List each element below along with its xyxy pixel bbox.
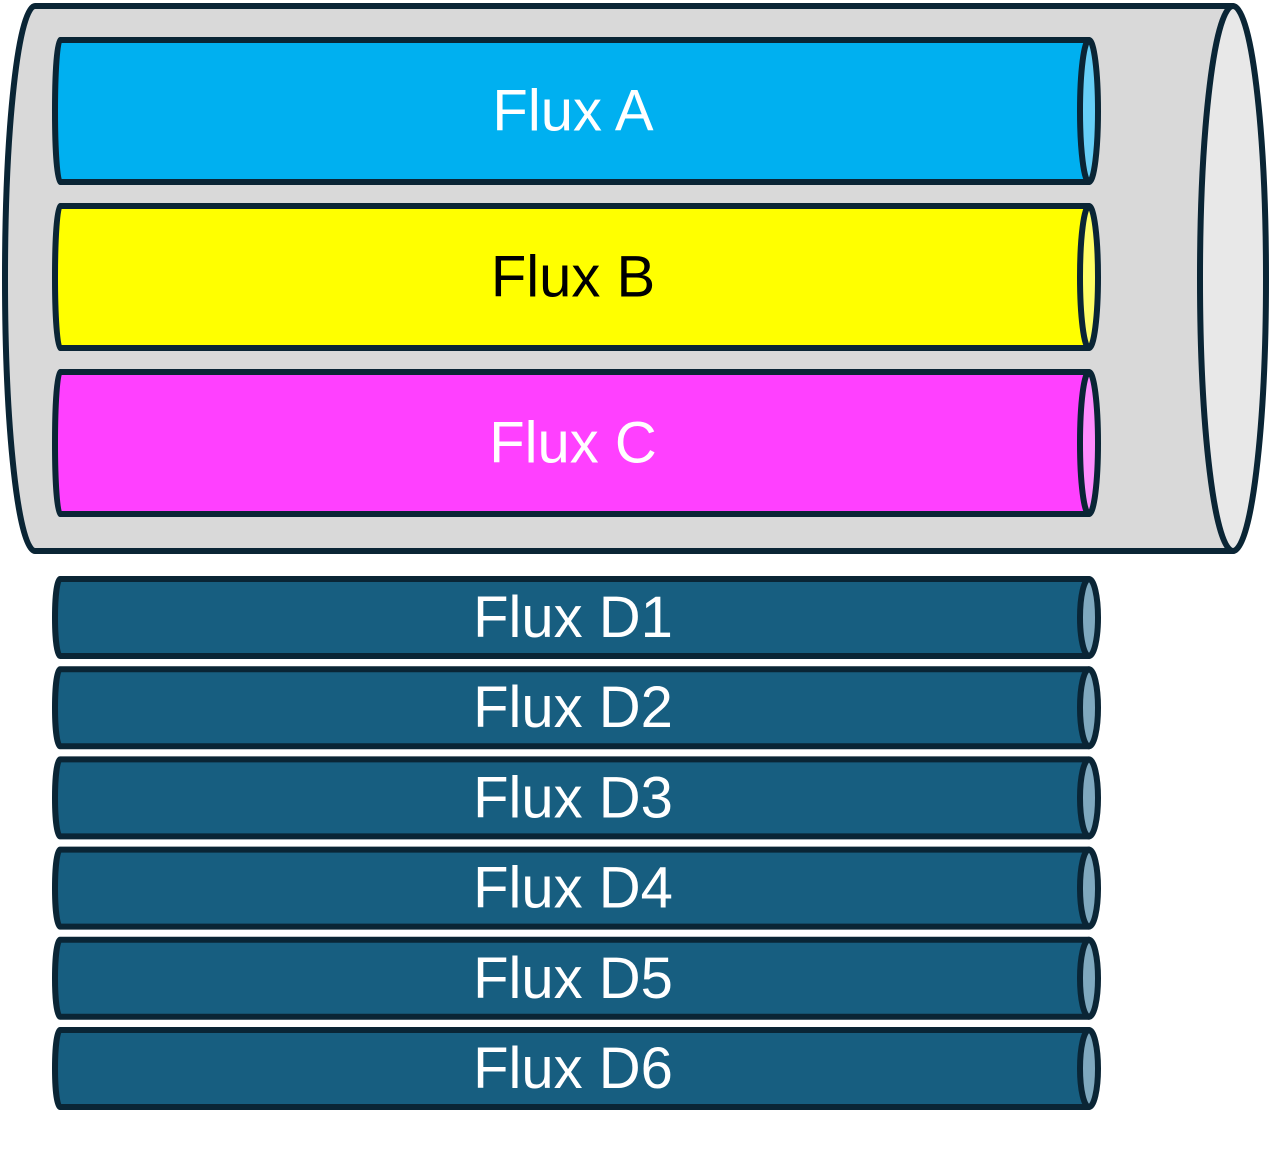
tube-body xyxy=(52,936,1092,1020)
tube-flux-b: Flux B xyxy=(52,203,1101,351)
tube-label: Flux D1 xyxy=(473,585,673,650)
tube-flux-d5: Flux D5 xyxy=(52,936,1101,1020)
tube-body xyxy=(52,846,1092,930)
tube-label: Flux C xyxy=(489,411,657,476)
tube-body xyxy=(52,37,1092,185)
tube-end-cap xyxy=(1077,576,1101,659)
tube-label: Flux D3 xyxy=(473,765,673,830)
tube-end-cap xyxy=(1077,369,1101,517)
tube-flux-d2: Flux D2 xyxy=(52,666,1101,750)
tube-flux-d3: Flux D3 xyxy=(52,756,1101,840)
tube-end-cap xyxy=(1077,666,1101,750)
tube-body xyxy=(52,203,1092,351)
tube-label: Flux D2 xyxy=(473,675,673,740)
tube-label: Flux D5 xyxy=(473,946,673,1011)
tube-label: Flux D6 xyxy=(473,1036,673,1101)
tube-body xyxy=(52,576,1092,659)
tube-end-cap xyxy=(1077,936,1101,1020)
tube-flux-d4: Flux D4 xyxy=(52,846,1101,930)
lower-tube-group: Flux D1 Flux D2 Flux D3 Flux D4 Flux D5 Flux … xyxy=(52,576,1101,1110)
tube-end-cap xyxy=(1077,203,1101,351)
tube-end-cap xyxy=(1077,756,1101,840)
tube-end-cap xyxy=(1077,37,1101,185)
tube-label: Flux A xyxy=(492,79,653,144)
tube-end-cap xyxy=(1077,1027,1101,1110)
tube-label: Flux B xyxy=(491,245,655,310)
outer-cylinder-end xyxy=(1197,3,1269,554)
tube-body xyxy=(52,666,1092,750)
tube-end-cap xyxy=(1077,846,1101,930)
tube-flux-d6: Flux D6 xyxy=(52,1027,1101,1110)
tube-flux-d1: Flux D1 xyxy=(52,576,1101,659)
tube-body xyxy=(52,756,1092,840)
tube-label: Flux D4 xyxy=(473,856,673,921)
upper-tube-group: Flux A Flux B Flux C xyxy=(52,37,1101,517)
tube-body xyxy=(52,369,1092,517)
tube-flux-a: Flux A xyxy=(52,37,1101,185)
tube-flux-c: Flux C xyxy=(52,369,1101,517)
tube-body xyxy=(52,1027,1092,1110)
